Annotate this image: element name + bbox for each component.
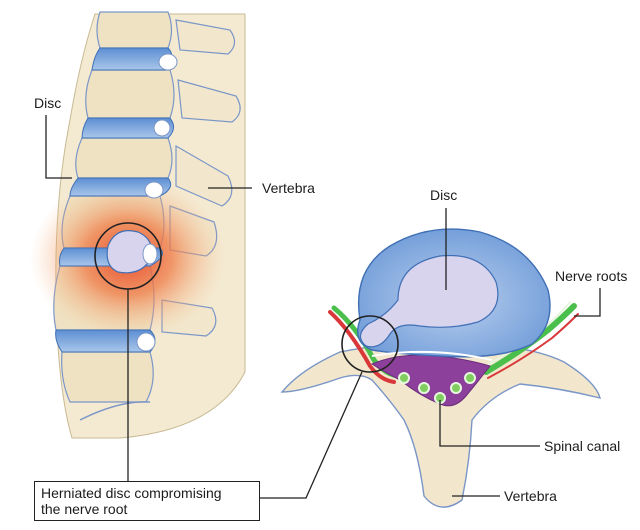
spinous-process-1 (175, 19, 236, 55)
leader-spinal-canal (439, 400, 540, 447)
nerve-bundle-1 (398, 372, 410, 384)
label-disc-left: Disc (34, 95, 62, 111)
highlight-circle-right (341, 315, 399, 373)
disc-2 (81, 117, 174, 139)
leader-lines (45, 115, 601, 499)
axial-spine-view (280, 228, 601, 508)
vertebra-body-1 (96, 11, 173, 49)
vertebra-body-2 (85, 69, 175, 119)
caption-line-1: Herniated disc compromising (41, 485, 222, 501)
foramen-1 (158, 53, 178, 71)
nerve-root-compressed (142, 243, 158, 265)
caption-line-2: the nerve root (41, 501, 128, 517)
axial-disc-nucleus (359, 254, 499, 348)
leader-disc-left (45, 115, 72, 179)
nerve-root-right-green (483, 303, 577, 375)
foramen-3 (144, 181, 164, 199)
spinous-process-2 (177, 79, 241, 123)
disc-5 (55, 329, 156, 353)
nerve-root-left-red (328, 310, 396, 384)
label-vertebra-right: Vertebra (504, 488, 557, 504)
spinous-process-3 (175, 144, 233, 207)
caption-box: Herniated disc compromising the nerve ro… (34, 481, 260, 521)
leader-nerve-roots (574, 288, 601, 317)
label-vertebra-left: Vertebra (262, 180, 315, 196)
nerve-bundle-5 (464, 372, 476, 384)
lateral-spine-view (30, 11, 246, 439)
disc-canal-gap (371, 350, 493, 361)
leader-caption-right (260, 371, 363, 499)
label-nerve-roots: Nerve roots (555, 268, 628, 284)
vertebra-body-6 (61, 351, 154, 403)
label-disc-right: Disc (430, 187, 458, 203)
vertebra-body-3 (75, 137, 173, 179)
sacrum-curve (79, 401, 151, 421)
nerve-bundle-4 (450, 382, 462, 394)
label-spinal-canal: Spinal canal (544, 438, 621, 454)
nerve-bundle-2 (418, 382, 430, 394)
foramen-2 (153, 119, 171, 137)
nerve-root-right-red (487, 313, 579, 379)
foramen-5 (136, 332, 156, 352)
